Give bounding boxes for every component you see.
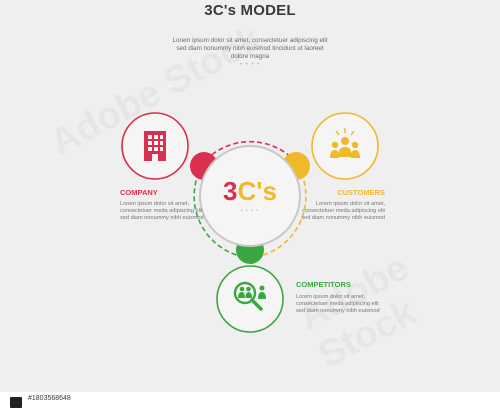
center-title: 3C's (200, 177, 300, 205)
center-circle (199, 145, 301, 247)
magnifier-people-icon (233, 281, 266, 311)
center-title-number: 3 (223, 176, 238, 206)
center-dots: • • • • (240, 208, 260, 214)
customers-description: Lorem ipsum dolor sit amet, consectetuer… (301, 201, 385, 221)
stock-strip: #1803568648 (0, 392, 500, 414)
building-icon (144, 131, 166, 161)
connector-customers-competitors (255, 165, 307, 258)
competitors-circle (216, 265, 284, 333)
company-description: Lorem ipsum dolor sit amet, consectetuer… (120, 201, 204, 221)
people-group-icon (330, 128, 360, 158)
stock-logo-icon (10, 397, 22, 408)
connector-company-customers (205, 140, 295, 161)
connector-competitors-company (193, 165, 245, 258)
company-label: COMPANY (120, 188, 158, 197)
competitors-label: COMPETITORS (296, 280, 351, 289)
page-subtitle: Lorem ipsum dolor sit amet, consectetuer… (172, 37, 328, 61)
header-dots: • • • • (239, 62, 261, 68)
page-title: 3C's MODEL (204, 2, 296, 19)
customers-label: CUSTOMERS (337, 188, 385, 197)
stock-id: #1803568648 (28, 395, 71, 402)
center-title-cs: C's (237, 176, 277, 206)
customers-circle (311, 112, 379, 180)
competitors-description: Lorem ipsum dolor sit amet, consectetuer… (296, 294, 380, 314)
